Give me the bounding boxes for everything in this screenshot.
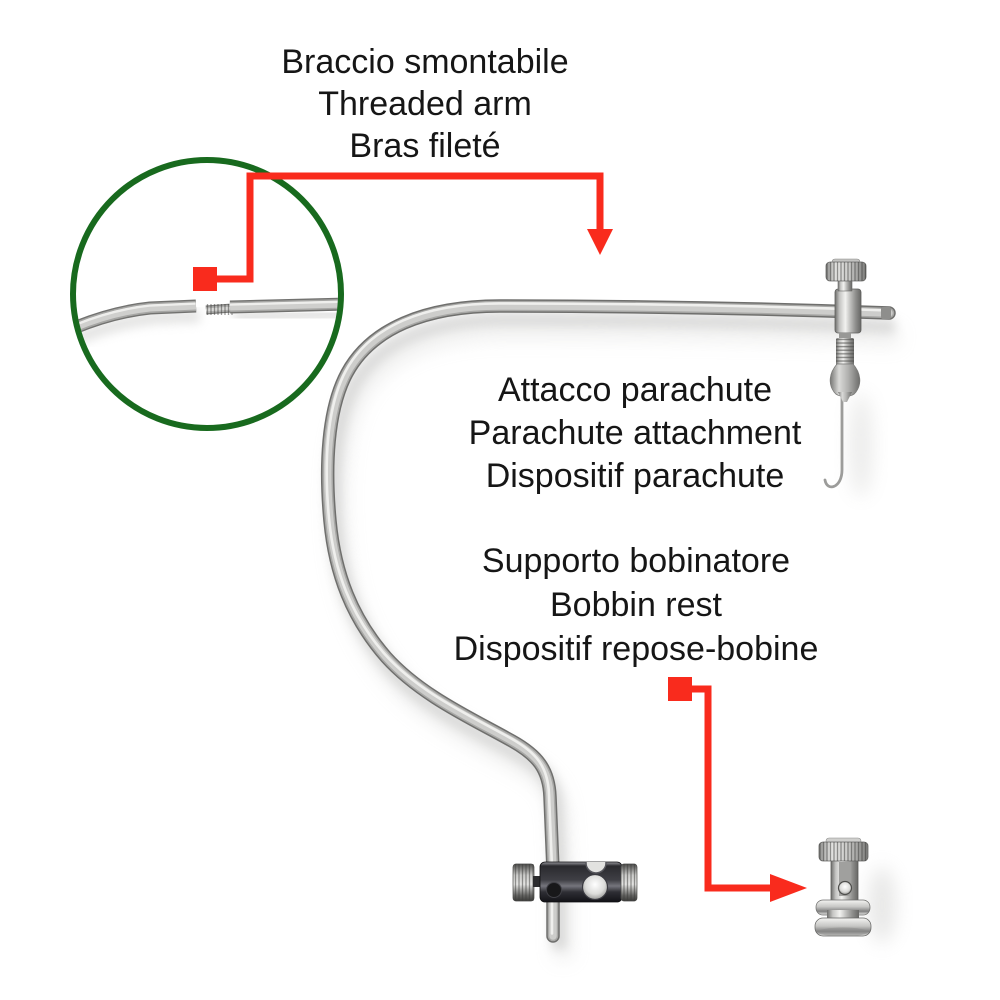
post-hole [837, 880, 853, 896]
label-threaded-arm: Braccio smontabile Threaded arm Bras fil… [281, 41, 568, 167]
callout-line [690, 685, 772, 892]
label-parachute-attachment-it: Attacco parachute [497, 371, 773, 409]
label-parachute-attachment-en: Parachute attachment [468, 414, 802, 452]
knurled-disc-right [620, 863, 638, 902]
clamp-pin [533, 876, 545, 887]
label-parachute-attachment: Attacco parachute Parachute attachment D… [469, 369, 802, 498]
knurled-screw-head [825, 258, 867, 282]
soft-shadow [868, 867, 896, 943]
label-threaded-arm-en: Threaded arm [318, 85, 532, 123]
parachute-attachment [823, 258, 873, 497]
bobbin-rest-part [814, 837, 896, 943]
arm-end-tip [881, 307, 891, 319]
callout-threaded-arm [193, 172, 613, 291]
spool-base [814, 899, 872, 937]
hook-wire [823, 394, 844, 489]
bottom-clamp [512, 861, 638, 903]
thread-texture [206, 304, 233, 315]
callout-origin-marker [668, 677, 692, 701]
label-bobbin-rest: Supporto bobinatore Bobbin rest Disposit… [454, 539, 819, 671]
detail-circle [70, 157, 344, 431]
detail-rod-right [206, 302, 338, 315]
label-parachute-attachment-fr: Dispositif parachute [485, 457, 785, 495]
block-hole-bright [581, 873, 609, 901]
block-hole-dark [546, 882, 562, 898]
label-bobbin-rest-en: Bobbin rest [549, 586, 722, 624]
clamp-block [539, 861, 623, 903]
knurled-disc-left [512, 863, 535, 902]
arrow-right-icon [770, 874, 807, 902]
post-frame [830, 857, 859, 907]
arrow-down-icon [587, 229, 613, 255]
callout-bobbin-rest [668, 677, 807, 902]
callout-line [215, 172, 604, 283]
bulb-taper [838, 392, 852, 402]
detail-circle-ring [70, 157, 344, 431]
neck [839, 333, 851, 339]
label-threaded-arm-fr: Bras fileté [349, 127, 501, 165]
block-top-notch [585, 862, 607, 874]
clamp-body [834, 288, 862, 334]
knurled-cap [818, 837, 869, 862]
label-bobbin-rest-it: Supporto bobinatore [481, 542, 791, 580]
bulb [829, 363, 861, 397]
threaded-coil [836, 338, 854, 365]
label-bobbin-rest-fr: Dispositif repose-bobine [453, 630, 819, 668]
callout-origin-marker [193, 267, 217, 291]
label-threaded-arm-it: Braccio smontabile [281, 43, 569, 81]
soft-shadow [849, 393, 873, 497]
